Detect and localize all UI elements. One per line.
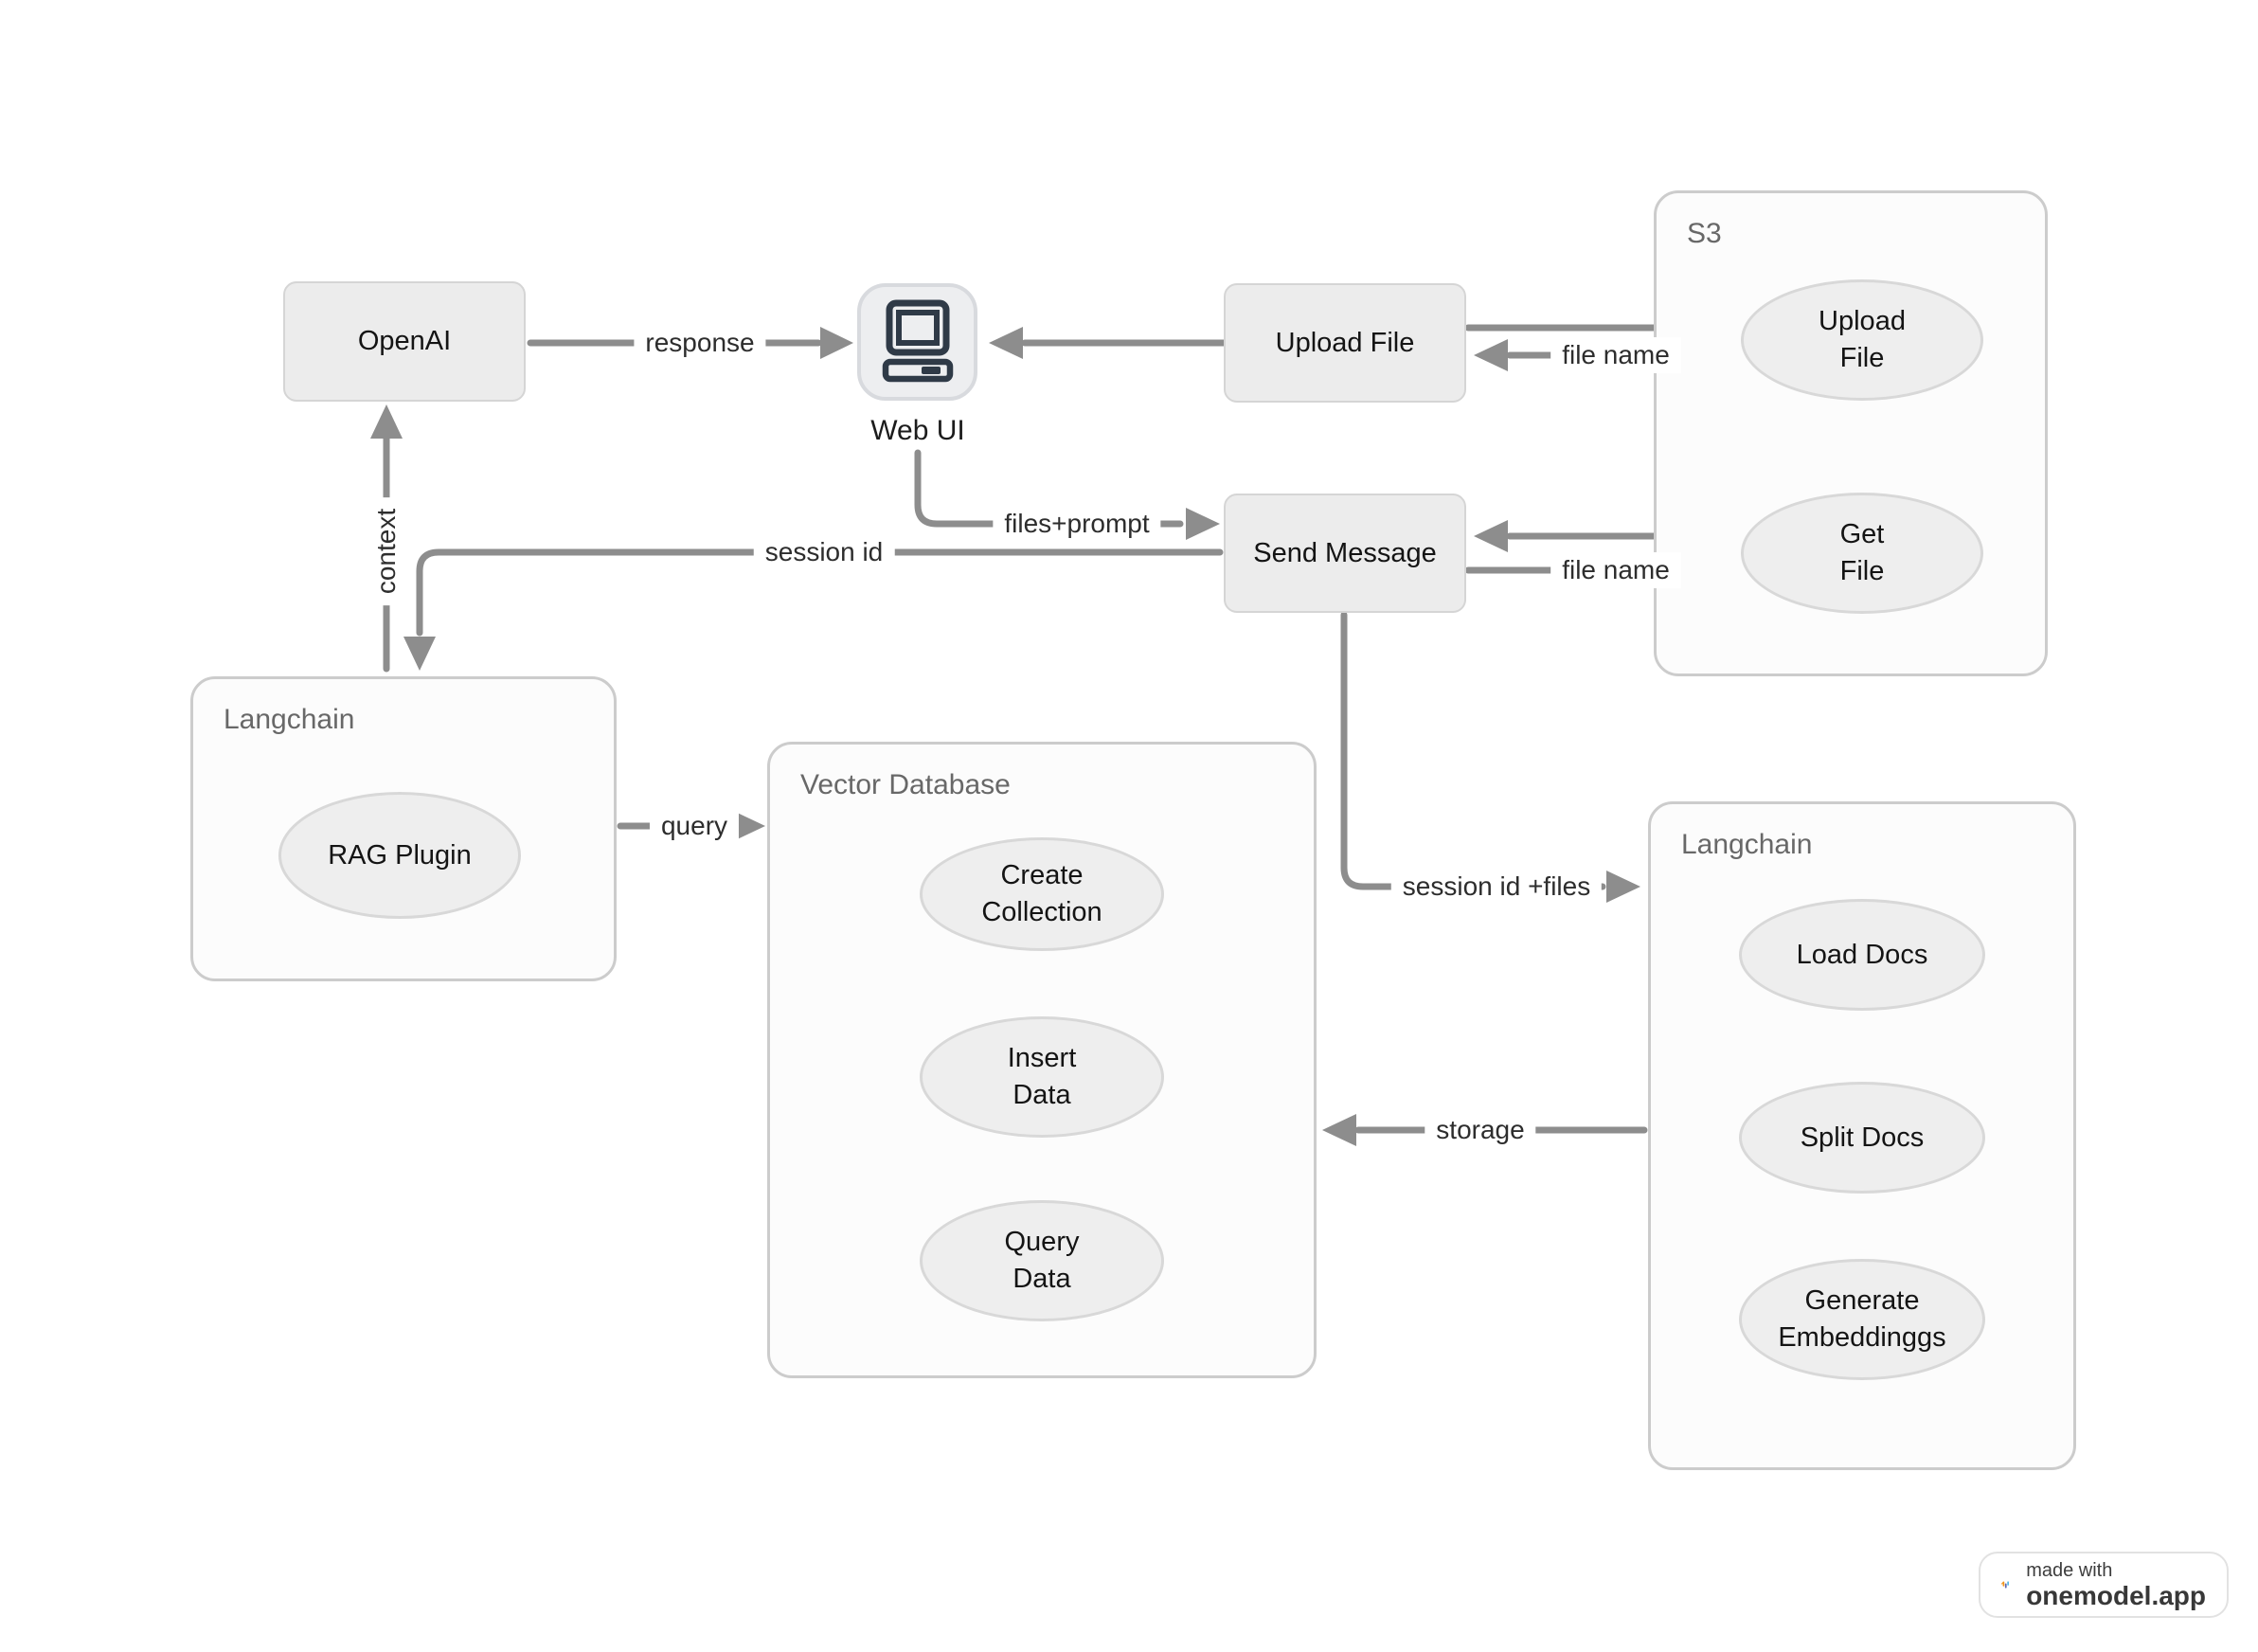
edge-label-storage: storage xyxy=(1425,1112,1536,1148)
ellipse-s3-upload-file[interactable]: Upload File xyxy=(1741,279,1983,401)
edge-label-query: query xyxy=(649,808,740,844)
edge-session-id-line xyxy=(416,548,1224,637)
edge-files-prompt xyxy=(914,449,1220,540)
edge-session-id-arrowhead xyxy=(403,637,436,671)
edge-uploadfile-to-webui xyxy=(989,327,1228,359)
edge-label-file-name-upload: file name xyxy=(1550,337,1681,373)
edge-response-arrowhead xyxy=(820,327,853,359)
edge-files-prompt-arrowhead xyxy=(1186,508,1220,540)
edge-session-id-files-line xyxy=(1340,611,1606,890)
edge-query-arrowhead xyxy=(731,810,765,842)
onemodel-badge-text: made with onemodel.app xyxy=(2026,1559,2206,1610)
ellipse-create-collection[interactable]: Create Collection xyxy=(920,837,1164,951)
onemodel-logo-icon xyxy=(2001,1581,2009,1589)
badge-made-with-text: made with xyxy=(2026,1560,2113,1581)
edge-session-id-files xyxy=(1340,611,1640,903)
edge-session-id xyxy=(403,548,1224,671)
edge-label-response: response xyxy=(634,325,766,361)
ellipse-split-docs[interactable]: Split Docs xyxy=(1739,1082,1985,1194)
container-langchain-right-label: Langchain xyxy=(1681,829,1813,860)
node-web-ui[interactable] xyxy=(857,283,977,401)
edge-files-prompt-line xyxy=(914,449,1184,528)
edge-getfile-to-sendmessage-arrowhead xyxy=(1474,520,1508,552)
ellipse-insert-data[interactable]: Insert Data xyxy=(920,1016,1164,1138)
ellipse-s3-get-file-line1: Get xyxy=(1839,519,1885,549)
ellipse-s3-upload-file-line1: Upload xyxy=(1819,306,1906,336)
edge-uploadfile-to-webui-arrowhead xyxy=(989,327,1023,359)
ellipse-generate-embeddings-line1: Generate xyxy=(1804,1285,1920,1316)
ellipse-generate-embeddings-line2: Embeddinggs xyxy=(1778,1322,1946,1353)
node-upload-file[interactable]: Upload File xyxy=(1224,283,1466,403)
ellipse-insert-data-line2: Data xyxy=(1013,1080,1071,1110)
node-send-message[interactable]: Send Message xyxy=(1224,494,1466,613)
ellipse-query-data-line1: Query xyxy=(1004,1227,1080,1257)
edge-label-session-id: session id xyxy=(753,534,895,570)
edge-label-files-prompt: files+prompt xyxy=(993,506,1161,542)
node-web-ui-label: Web UI xyxy=(870,415,965,446)
ellipse-insert-data-line1: Insert xyxy=(1007,1043,1077,1073)
ellipse-rag-plugin[interactable]: RAG Plugin xyxy=(278,792,521,919)
edge-session-id-files-arrowhead xyxy=(1606,871,1640,903)
edge-context-arrowhead xyxy=(370,404,403,439)
ellipse-rag-plugin-line1: RAG Plugin xyxy=(328,839,472,871)
node-send-message-label: Send Message xyxy=(1253,537,1437,568)
edge-storage-arrowhead xyxy=(1322,1114,1356,1146)
ellipse-load-docs-line1: Load Docs xyxy=(1796,939,1928,970)
node-upload-file-label: Upload File xyxy=(1275,327,1415,358)
ellipse-query-data[interactable]: Query Data xyxy=(920,1200,1164,1321)
badge-brand-text: onemodel.app xyxy=(2026,1581,2206,1610)
onemodel-badge[interactable]: made with onemodel.app xyxy=(1979,1552,2229,1618)
edge-label-session-id-files: session id +files xyxy=(1390,869,1603,905)
container-vector-database-label: Vector Database xyxy=(800,769,1011,800)
container-langchain-left-label: Langchain xyxy=(224,704,355,735)
node-openai-label: OpenAI xyxy=(357,326,452,356)
ellipse-create-collection-line2: Collection xyxy=(981,897,1102,927)
ellipse-load-docs[interactable]: Load Docs xyxy=(1739,899,1985,1011)
edge-s3upload-filename-arrowhead xyxy=(1474,339,1508,371)
ellipse-split-docs-line1: Split Docs xyxy=(1800,1122,1925,1153)
node-openai[interactable]: OpenAI xyxy=(283,281,526,402)
ellipse-s3-get-file[interactable]: Get File xyxy=(1741,493,1983,614)
computer-icon xyxy=(882,299,953,383)
ellipse-generate-embeddings[interactable]: Generate Embeddinggs xyxy=(1739,1259,1985,1380)
edge-label-context: context xyxy=(368,496,404,606)
ellipse-query-data-line2: Data xyxy=(1013,1264,1071,1294)
ellipse-s3-get-file-line2: File xyxy=(1839,556,1885,586)
container-s3-label: S3 xyxy=(1687,218,1722,249)
edge-label-file-name-get: file name xyxy=(1550,552,1681,588)
ellipse-s3-upload-file-line2: File xyxy=(1839,343,1885,373)
ellipse-create-collection-line1: Create xyxy=(1000,860,1084,890)
